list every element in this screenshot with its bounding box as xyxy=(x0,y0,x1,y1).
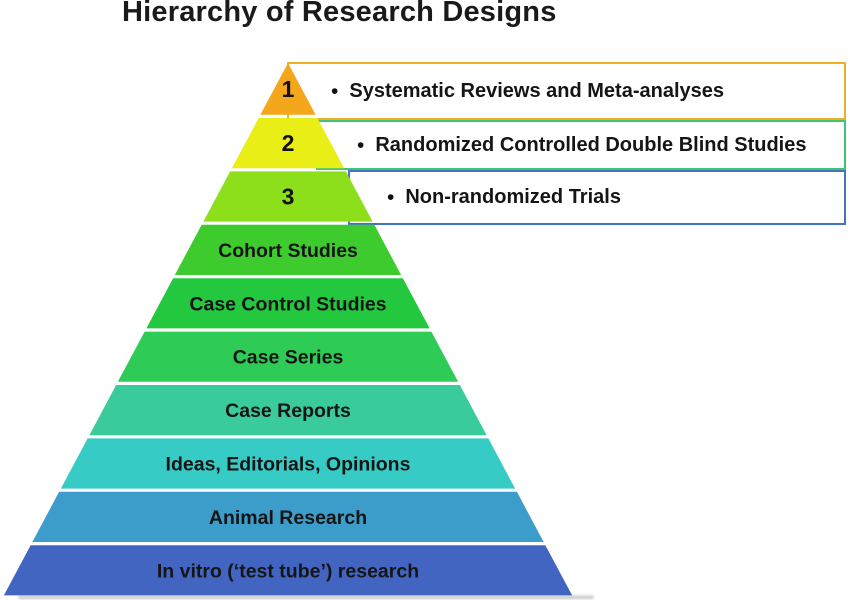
callout-level-3: • Non-randomized Trials xyxy=(348,170,846,225)
callout-text: Randomized Controlled Double Blind Studi… xyxy=(375,133,807,156)
pyramid-band-10 xyxy=(3,545,573,596)
diagram-title: Hierarchy of Research Designs xyxy=(122,0,557,28)
callout-level-1: • Systematic Reviews and Meta-analyses xyxy=(287,62,846,120)
pyramid-band-6 xyxy=(117,331,459,382)
callout-text: Systematic Reviews and Meta-analyses xyxy=(349,79,724,102)
pyramid-band-9 xyxy=(32,491,544,542)
band-label: Case Reports xyxy=(225,400,351,422)
band-rank-number: 2 xyxy=(282,130,295,156)
bullet-icon: • xyxy=(331,79,339,103)
callout-text: Non-randomized Trials xyxy=(405,186,621,208)
pyramid-band-8 xyxy=(60,438,516,489)
band-label: Animal Research xyxy=(209,507,367,529)
pyramid-band-4 xyxy=(174,224,402,275)
pyramid-band-2 xyxy=(231,118,345,169)
band-rank-number: 3 xyxy=(282,184,295,210)
band-label: Case Series xyxy=(233,347,344,369)
bullet-icon: • xyxy=(357,133,365,157)
pyramid-band-5 xyxy=(146,278,430,329)
band-rank-number: 1 xyxy=(282,76,295,102)
bullet-icon: • xyxy=(387,186,395,209)
pyramid-base-shadow xyxy=(18,595,594,600)
band-label: In vitro (‘test tube’) research xyxy=(157,560,419,582)
callout-level-2: • Randomized Controlled Double Blind Stud… xyxy=(316,120,846,170)
pyramid-band-1 xyxy=(260,63,316,115)
pyramid-band-3 xyxy=(203,171,373,222)
pyramid-band-7 xyxy=(89,385,487,436)
band-label: Cohort Studies xyxy=(218,240,358,262)
band-label: Case Control Studies xyxy=(189,293,386,315)
band-label: Ideas, Editorials, Opinions xyxy=(166,454,411,476)
